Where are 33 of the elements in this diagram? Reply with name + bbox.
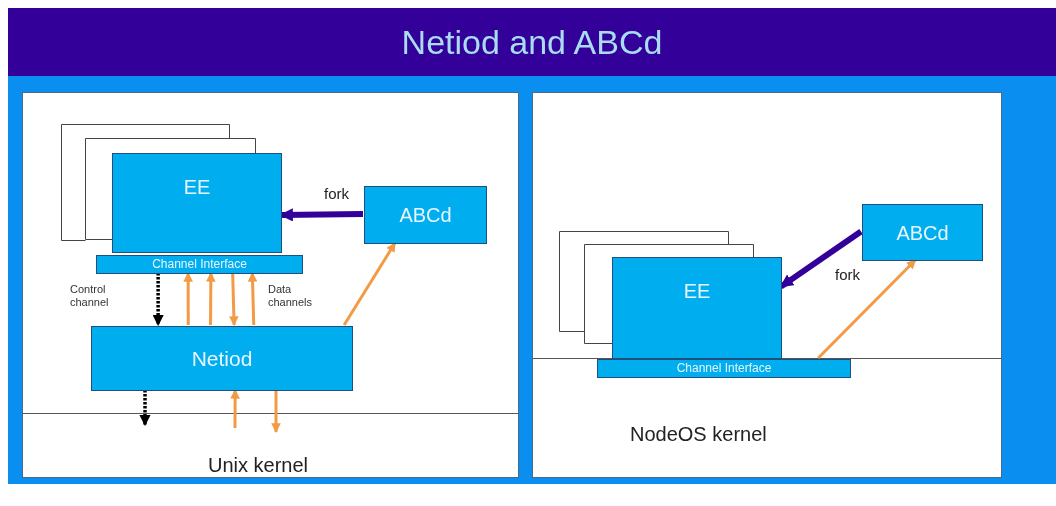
arrow (206, 272, 216, 325)
box-label: ABCd (399, 204, 452, 226)
kernel-label: Unix kernel (208, 454, 309, 477)
channel-note: Data channels (268, 283, 314, 309)
process-box (96, 255, 303, 274)
arrow (247, 272, 258, 326)
channel-note: Control channel (70, 283, 110, 309)
box-label: Channel Interface (152, 257, 247, 272)
slide-title: Netiod and ABCd (401, 25, 663, 59)
box-label: EE (683, 280, 711, 302)
arrow (817, 258, 917, 360)
panel (532, 92, 1002, 478)
process-box (597, 359, 851, 378)
box-label: EE (183, 176, 211, 198)
box-label: ABCd (896, 221, 949, 244)
process-box (364, 186, 487, 244)
kernel-label: NodeOS kernel (630, 423, 767, 446)
arrow (230, 389, 240, 428)
box-label: Channel Interface (676, 361, 772, 376)
arrow (279, 208, 364, 222)
arrow (342, 242, 397, 326)
arrow (271, 390, 281, 433)
process-box (112, 153, 282, 253)
process-box (612, 257, 782, 359)
arrow (779, 229, 863, 290)
arrow (152, 273, 164, 327)
arrow (139, 390, 151, 427)
process-box (91, 326, 353, 391)
panel (22, 92, 519, 478)
process-box (862, 204, 983, 261)
arrow (229, 272, 239, 326)
arrow (183, 272, 193, 325)
box-label: Netiod (191, 346, 253, 371)
